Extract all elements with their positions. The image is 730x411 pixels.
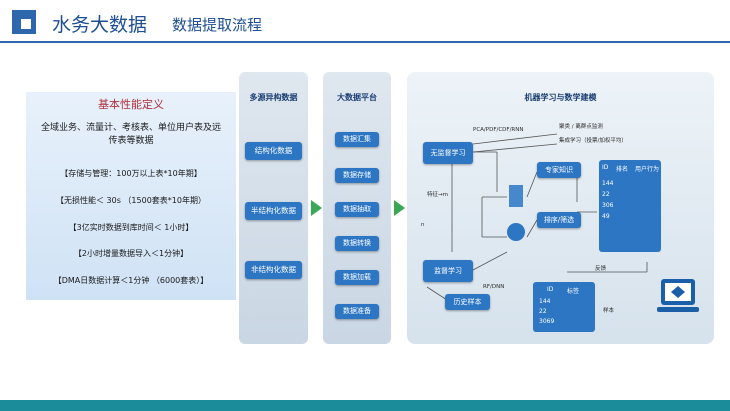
platform-step-store: 数据存储 (335, 168, 379, 183)
ranking-table-rank-header: 排名 (616, 166, 629, 173)
page-subtitle: 数据提取流程 (172, 16, 263, 34)
history-table-id-header: ID (547, 286, 554, 293)
ranking-table-id-header: ID (602, 164, 609, 171)
definition-line-3: 【3亿实时数据到库时间＜ 1小时】 (68, 223, 194, 232)
sources-column: 多源异构数据 结构化数据 半结构化数据 非结构化数据 (239, 72, 308, 344)
sources-title: 多源异构数据 (249, 93, 298, 102)
ranking-table-id-2: 22 (602, 191, 610, 198)
ranking-table-behavior-header: 用户行为 (635, 166, 660, 173)
arrow-right-icon (311, 200, 322, 216)
unstructured-data-box: 非结构化数据 (245, 261, 302, 279)
ranking-table: ID 排名 用户行为 144 22 306 49 (599, 160, 661, 252)
sort-filter-box: 排序/筛选 (537, 212, 581, 228)
ensemble-label: 集成学习（投票/加权平均） (559, 138, 627, 144)
history-sample-box: 历史样本 (445, 294, 490, 310)
feature-label: 特征→m (427, 192, 448, 198)
structured-data-box: 结构化数据 (245, 142, 302, 160)
definition-line-4: 【2小时增量数据导入＜1分钟】 (73, 249, 189, 258)
definition-line-2: 【无损性能＜ 30s （1500套表*10年期） (56, 196, 206, 205)
ranking-table-id-3: 306 (602, 202, 614, 209)
ml-modeling-panel: 机器学习与数学建模 无监督学习 监督学习 历史样本 专家知识 排序/筛选 PCA… (407, 72, 714, 344)
supervised-learning-box: 监督学习 (423, 260, 473, 282)
platform-step-load: 数据加载 (335, 270, 379, 285)
feedback-label: 反馈 (595, 266, 607, 272)
platform-step-extract: 数据抽取 (335, 202, 379, 217)
definition-line-1: 【存储与管理：100万以上表*10年期】 (60, 169, 202, 178)
platform-column: 大数据平台 数据汇集 数据存储 数据抽取 数据转换 数据加载 数据准备 (323, 72, 391, 344)
ml-title: 机器学习与数学建模 (524, 93, 597, 102)
header-divider (0, 41, 730, 43)
history-table-id-1: 144 (539, 298, 551, 305)
performance-definition-panel: 基本性能定义 全域业务、流量计、考核表、单位用户表及远传表等数据 【存储与管理：… (26, 92, 236, 300)
expert-knowledge-box: 专家知识 (537, 162, 581, 178)
logo-inner-square (19, 17, 33, 31)
history-table-label-header: 标签 (567, 288, 580, 295)
page-title: 水务大数据 (52, 14, 148, 36)
history-table-id-2: 22 (539, 308, 547, 315)
ranking-table-id-4: 49 (602, 213, 610, 220)
unsupervised-learning-box: 无监督学习 (423, 142, 473, 164)
platform-step-prepare: 数据准备 (335, 304, 379, 319)
history-table: ID 标签 144 22 3069 (533, 282, 595, 332)
platform-title: 大数据平台 (337, 93, 377, 102)
definition-title: 基本性能定义 (98, 98, 164, 111)
platform-step-collect: 数据汇集 (335, 132, 379, 147)
footer-bar (0, 400, 730, 411)
ranking-table-id-1: 144 (602, 180, 614, 187)
ml-connector-lines (426, 133, 648, 301)
n-label: n (421, 222, 425, 228)
history-table-id-3: 3069 (539, 318, 555, 325)
sample-label: 样本 (603, 308, 615, 314)
definition-line-5: 【DMA日数据计算＜1分钟 （6000套表）】 (53, 276, 209, 285)
laptop-icon (657, 279, 699, 312)
rf-dnn-label: RF/DNN (483, 284, 505, 290)
arrow-right-icon (394, 200, 405, 216)
platform-step-transform: 数据转换 (335, 236, 379, 251)
pca-label: PCA/PDF/CDF/RNN (473, 127, 524, 133)
semi-structured-data-box: 半结构化数据 (245, 202, 302, 220)
definition-intro: 全域业务、流量计、考核表、单位用户表及远传表等数据 (40, 123, 221, 146)
cluster-label: 聚类 / 离群点监测 (559, 124, 603, 130)
